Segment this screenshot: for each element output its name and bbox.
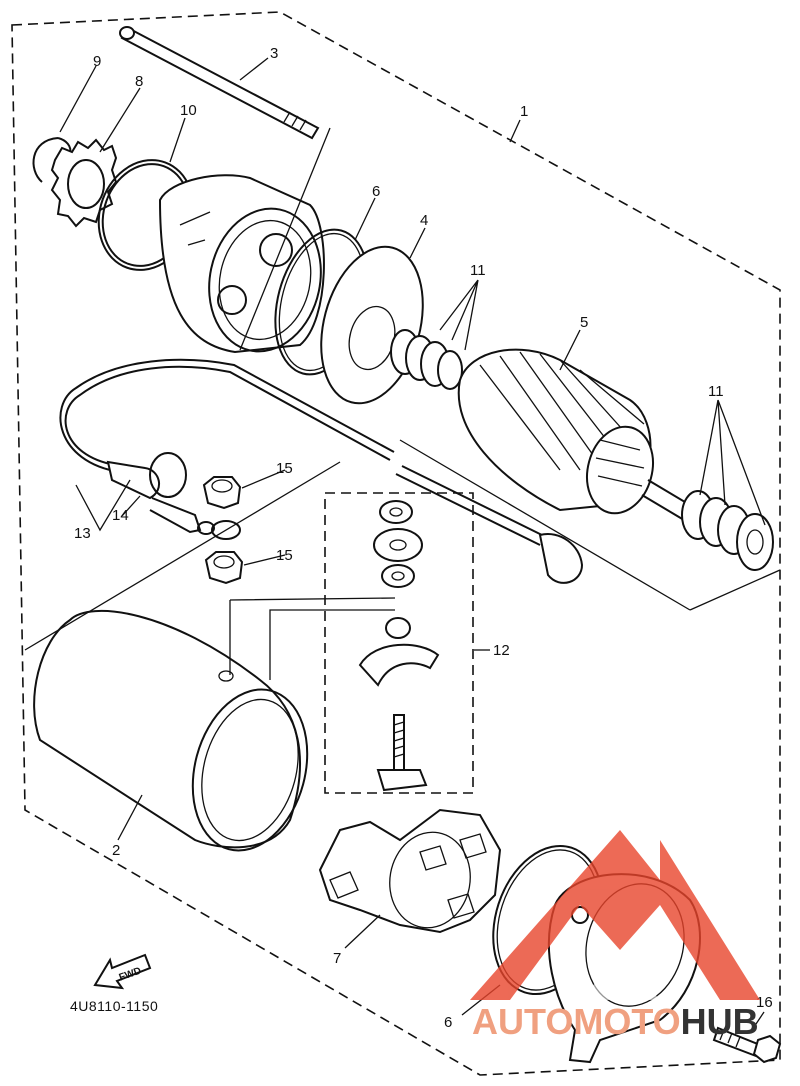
callout-2: 2 xyxy=(112,842,120,859)
brush-holder xyxy=(318,808,502,934)
front-cover-housing xyxy=(158,174,325,354)
mounting-bolt xyxy=(712,1026,782,1064)
plate-bracket xyxy=(320,245,424,405)
callout-14: 14 xyxy=(112,507,129,524)
watermark-brand-b: HUB xyxy=(681,1001,759,1042)
washer-upper xyxy=(211,520,241,540)
callout-11-front: 11 xyxy=(470,262,486,279)
callout-13: 13 xyxy=(74,525,91,542)
callout-12: 12 xyxy=(493,642,510,659)
terminal-kit-parts xyxy=(358,500,440,792)
nut-lower xyxy=(204,551,244,585)
callout-6-lower: 6 xyxy=(444,1014,452,1031)
callout-16: 16 xyxy=(756,994,773,1011)
callout-15-upper: 15 xyxy=(276,460,293,477)
callout-11-rear: 11 xyxy=(708,383,724,400)
callout-3: 3 xyxy=(270,45,278,62)
diagram-code: 4U8110-1150 xyxy=(70,998,158,1014)
armature xyxy=(457,348,692,522)
watermark-logo xyxy=(470,830,760,1000)
nut-upper xyxy=(202,476,242,510)
pinion-gear xyxy=(50,138,118,228)
callout-10: 10 xyxy=(180,102,197,119)
yoke xyxy=(33,609,309,852)
assembly-boundary xyxy=(11,11,781,1076)
callout-6-upper: 6 xyxy=(372,183,380,200)
callout-4: 4 xyxy=(420,212,428,229)
callout-7: 7 xyxy=(333,950,341,967)
grommet xyxy=(106,452,215,535)
callout-9: 9 xyxy=(93,53,101,70)
watermark-mountain-icon xyxy=(470,830,760,1000)
through-bolt xyxy=(119,26,320,140)
lead-wire xyxy=(59,358,584,584)
callout-8: 8 xyxy=(135,73,143,90)
watermark-brand: AUTOMOTOHUB xyxy=(472,1001,759,1042)
washer-set-front xyxy=(390,329,463,390)
leader-lines xyxy=(24,57,781,1031)
callout-1: 1 xyxy=(520,103,528,120)
watermark-brand-a: AUTOMOTO xyxy=(472,1001,681,1042)
washer-set-rear xyxy=(681,490,774,571)
callout-5: 5 xyxy=(580,314,588,331)
terminal-kit-boundary xyxy=(324,492,474,794)
fwd-arrow-icon: FWD xyxy=(93,953,152,990)
callout-labels: 1 2 3 4 5 6 6 7 8 9 10 11 11 12 13 14 15… xyxy=(74,45,773,1031)
callout-15-lower: 15 xyxy=(276,547,293,564)
